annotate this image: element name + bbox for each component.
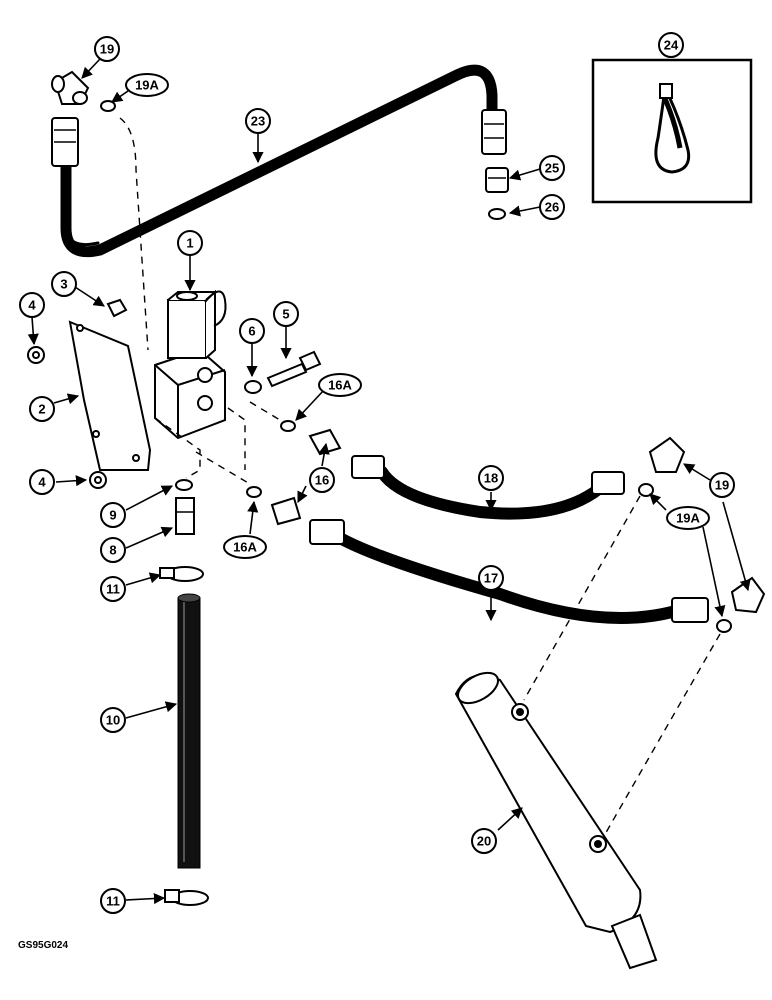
svg-text:16: 16 bbox=[315, 473, 329, 488]
svg-text:10: 10 bbox=[106, 713, 120, 728]
callout-16a-lower: 16A bbox=[223, 535, 267, 559]
callout-4-bottom: 4 bbox=[29, 469, 55, 495]
callout-5: 5 bbox=[273, 301, 299, 327]
callout-11-top: 11 bbox=[100, 576, 126, 602]
callout-19a-top: 19A bbox=[125, 73, 169, 97]
alignment-dash-lines bbox=[119, 117, 721, 837]
svg-text:4: 4 bbox=[38, 475, 46, 490]
bolt-3 bbox=[106, 298, 128, 318]
svg-text:16A: 16A bbox=[233, 540, 257, 555]
svg-text:16A: 16A bbox=[328, 378, 352, 393]
callout-9: 9 bbox=[100, 502, 126, 528]
svg-text:20: 20 bbox=[477, 834, 491, 849]
hose-23 bbox=[51, 64, 507, 258]
hose-18 bbox=[351, 455, 625, 520]
callout-8: 8 bbox=[100, 537, 126, 563]
bolt-5 bbox=[266, 350, 322, 388]
svg-text:24: 24 bbox=[664, 38, 679, 53]
callout-23: 23 bbox=[245, 108, 271, 134]
callout-6: 6 bbox=[239, 318, 265, 344]
fitting-25 bbox=[485, 167, 509, 193]
svg-text:18: 18 bbox=[484, 471, 498, 486]
svg-text:11: 11 bbox=[106, 894, 120, 909]
callout-19a-right: 19A bbox=[666, 506, 710, 530]
cylinder-20 bbox=[454, 671, 658, 970]
callout-1: 1 bbox=[177, 230, 203, 256]
callout-24: 24 bbox=[658, 32, 684, 58]
nut-4-top bbox=[27, 346, 45, 364]
svg-text:19A: 19A bbox=[676, 511, 700, 526]
o-ring-19a-right-lower bbox=[716, 619, 732, 633]
hose-clamp-11-top bbox=[159, 566, 204, 582]
svg-text:3: 3 bbox=[60, 277, 67, 292]
o-ring-16a-upper bbox=[280, 420, 296, 432]
solenoid-valve-1 bbox=[154, 289, 227, 440]
o-ring-26 bbox=[488, 208, 506, 220]
hose-10 bbox=[177, 593, 201, 869]
elbow-fitting-19-right-upper bbox=[648, 436, 686, 473]
svg-text:25: 25 bbox=[545, 161, 559, 176]
callout-17: 17 bbox=[478, 565, 504, 591]
hose-clamp-11-bottom bbox=[164, 889, 209, 906]
callout-4-top: 4 bbox=[19, 292, 45, 318]
callout-26: 26 bbox=[539, 194, 565, 220]
callout-16a-upper: 16A bbox=[318, 373, 362, 397]
leader-lines bbox=[27, 58, 751, 905]
svg-text:19A: 19A bbox=[135, 78, 159, 93]
fitting-16-upper bbox=[308, 428, 342, 456]
svg-text:4: 4 bbox=[28, 298, 36, 313]
svg-text:9: 9 bbox=[109, 508, 116, 523]
svg-text:17: 17 bbox=[484, 571, 498, 586]
callout-25: 25 bbox=[539, 155, 565, 181]
callout-16-upper: 16 bbox=[309, 467, 335, 493]
callout-2: 2 bbox=[29, 396, 55, 422]
svg-text:19: 19 bbox=[100, 42, 114, 57]
fitting-8 bbox=[175, 497, 195, 535]
fitting-16-lower bbox=[270, 496, 302, 526]
o-ring-9 bbox=[175, 479, 193, 491]
elbow-fitting-19-top bbox=[51, 70, 90, 105]
callout-18: 18 bbox=[478, 465, 504, 491]
clamp-24-inset bbox=[591, 58, 753, 204]
svg-text:26: 26 bbox=[545, 200, 559, 215]
figure-code: GS95G024 bbox=[18, 940, 68, 951]
svg-text:23: 23 bbox=[251, 114, 265, 129]
elbow-fitting-19-right-lower bbox=[730, 576, 766, 614]
svg-text:6: 6 bbox=[248, 324, 255, 339]
nut-4-bottom bbox=[89, 471, 107, 489]
callout-19-top: 19 bbox=[94, 36, 120, 62]
svg-text:8: 8 bbox=[109, 543, 116, 558]
o-ring-19a-right-upper bbox=[638, 483, 654, 497]
callout-10: 10 bbox=[100, 707, 126, 733]
svg-text:11: 11 bbox=[106, 582, 120, 597]
callout-3: 3 bbox=[51, 271, 77, 297]
o-ring-16a-lower bbox=[246, 486, 262, 498]
bracket-2 bbox=[68, 320, 152, 471]
svg-text:2: 2 bbox=[38, 402, 45, 417]
svg-text:5: 5 bbox=[282, 307, 289, 322]
o-ring-19a-top bbox=[100, 100, 116, 112]
washer-6 bbox=[244, 380, 262, 394]
svg-text:19: 19 bbox=[715, 478, 729, 493]
svg-text:1: 1 bbox=[186, 236, 193, 251]
callout-11-bottom: 11 bbox=[100, 888, 126, 914]
callout-20: 20 bbox=[471, 828, 497, 854]
hose-17 bbox=[309, 519, 709, 624]
callout-19-right: 19 bbox=[709, 472, 735, 498]
